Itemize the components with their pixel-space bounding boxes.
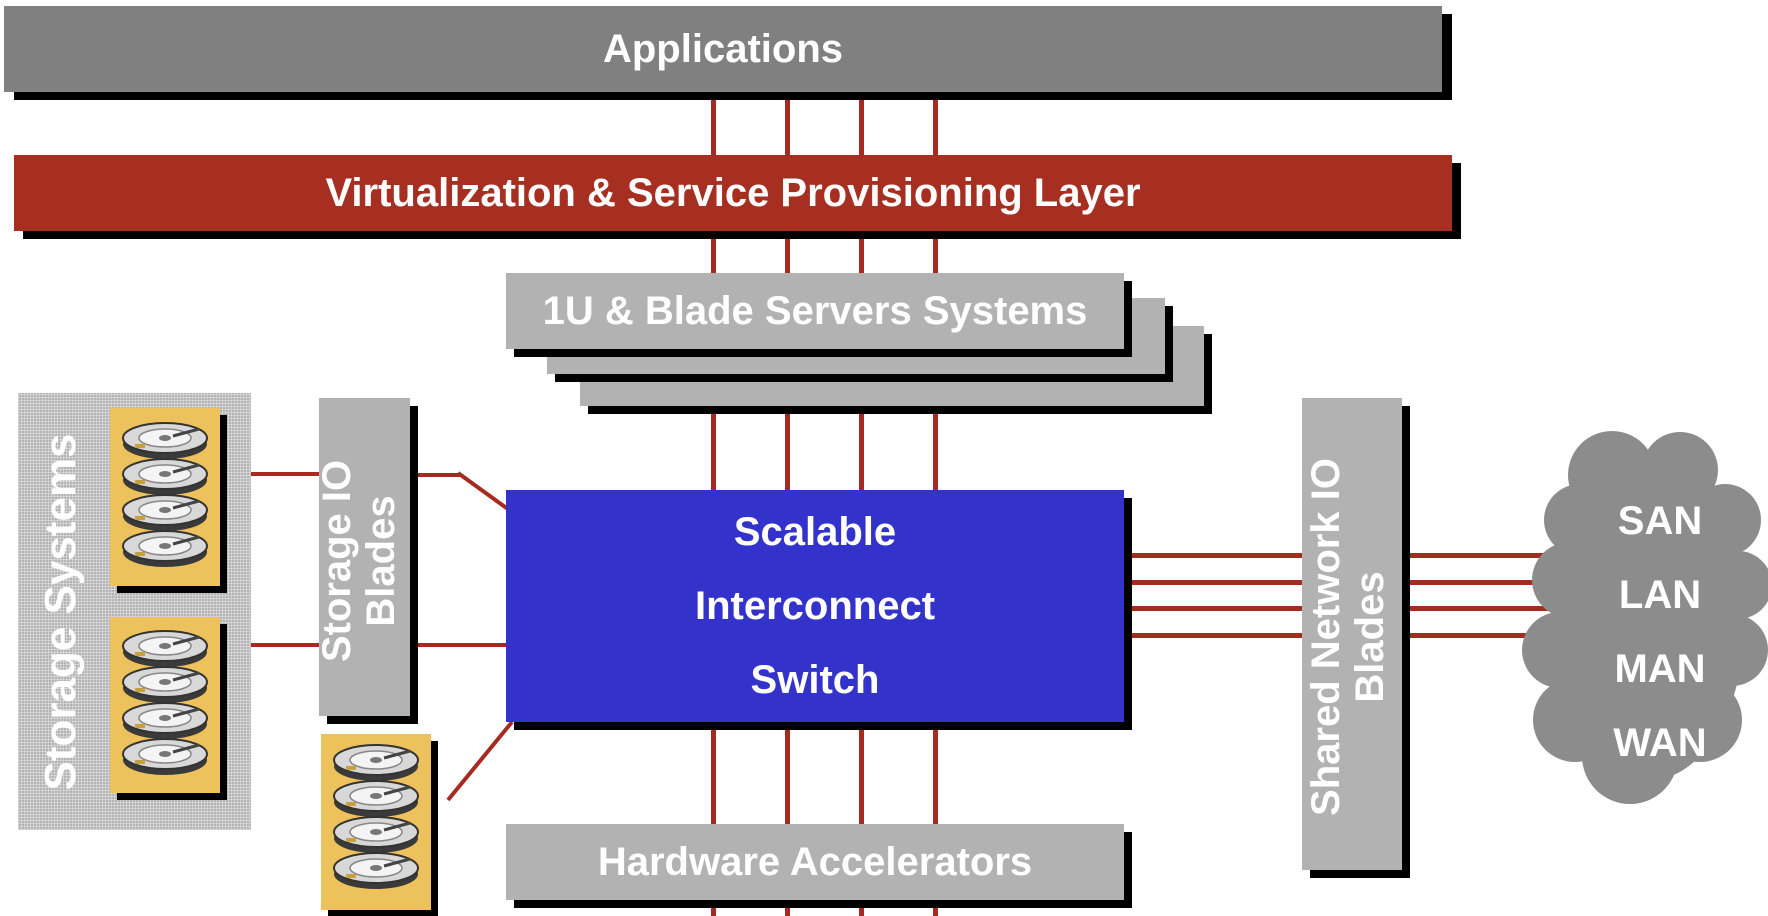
servers-box: 1U & Blade Servers Systems <box>506 273 1124 349</box>
applications-label: Applications <box>602 26 844 71</box>
shared-network-io-blades-box <box>1302 398 1402 870</box>
cloud-labels: SAN LAN MAN WAN <box>1590 484 1730 780</box>
wire-storage-io-switch <box>410 643 510 647</box>
cloud-label-san: SAN <box>1617 499 1703 543</box>
hardware-accelerators-box: Hardware Accelerators <box>506 824 1124 900</box>
cloud-label-man: MAN <box>1614 647 1706 691</box>
cloud-label-wan: WAN <box>1613 721 1707 765</box>
applications-layer: Applications <box>4 6 1442 92</box>
virtualization-label: Virtualization & Service Provisioning La… <box>325 170 1141 215</box>
interconnect-switch: Scalable Interconnect Switch <box>506 490 1124 722</box>
switch-line-1: Scalable <box>733 510 897 554</box>
switch-line-2: Interconnect <box>694 584 936 628</box>
switch-line-3: Switch <box>750 658 880 702</box>
virtualization-layer: Virtualization & Service Provisioning La… <box>14 155 1452 231</box>
hardware-accelerators-label: Hardware Accelerators <box>597 839 1033 884</box>
wire-storage-2 <box>220 643 320 647</box>
wire-storage-1 <box>220 472 320 476</box>
servers-label: 1U & Blade Servers Systems <box>542 288 1088 333</box>
wire-storage-io-top <box>410 473 460 477</box>
storage-io-blades-box <box>319 398 410 716</box>
cloud-label-lan: LAN <box>1618 573 1702 617</box>
